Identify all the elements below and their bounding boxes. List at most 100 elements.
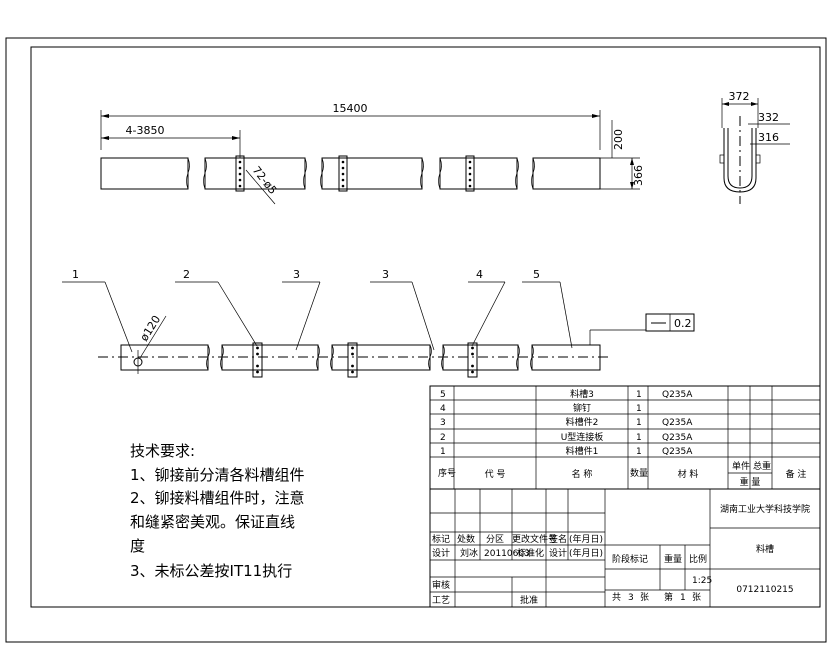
svg-text:处数: 处数 — [457, 533, 475, 545]
svg-text:张: 张 — [640, 592, 649, 603]
callout-1: 1 — [62, 268, 133, 353]
bom-row-4: 4 铆钉 1 — [440, 402, 642, 414]
svg-text:1: 1 — [636, 433, 642, 443]
section-view: 372 332 316 — [719, 90, 790, 204]
svg-text:(年月日): (年月日) — [569, 533, 603, 545]
outer-border — [5, 37, 827, 643]
dim-section-inner-1: 332 — [758, 111, 779, 124]
dim-profile-height: 366 — [632, 165, 645, 186]
technical-notes: 技术要求: 1、铆接前分清各料槽组件 2、铆接料槽组件时，注意 和缝紧密美观。保… — [130, 442, 305, 580]
callout-4: 4 — [468, 268, 506, 347]
note-2b: 和缝紧密美观。保证直线 — [130, 513, 295, 531]
tolerance-value: 0.2 — [674, 317, 692, 330]
bom-row-2: 2 U型连接板 1 Q235A — [440, 431, 693, 443]
note-2c: 度 — [130, 537, 145, 555]
svg-text:设计: 设计 — [549, 547, 567, 559]
svg-text:比例: 比例 — [689, 553, 707, 565]
front-view: ø120 1 2 3 — [62, 268, 695, 378]
svg-text:料槽件2: 料槽件2 — [566, 416, 599, 428]
svg-text:批准: 批准 — [520, 594, 538, 606]
svg-text:阶段标记: 阶段标记 — [612, 553, 648, 565]
svg-text:2: 2 — [183, 268, 190, 281]
svg-text:2: 2 — [440, 433, 446, 443]
svg-text:1: 1 — [636, 418, 642, 428]
svg-text:材 料: 材 料 — [678, 468, 699, 480]
segment-4 — [439, 157, 518, 190]
dim-overall-length: 15400 — [333, 102, 368, 115]
svg-text:Q235A: Q235A — [662, 418, 693, 428]
svg-text:标准化: 标准化 — [517, 547, 544, 559]
svg-text:Q235A: Q235A — [662, 390, 693, 400]
bom-row-1: 1 料槽件1 1 Q235A — [440, 445, 693, 457]
rivet-leader — [245, 169, 276, 205]
svg-text:备 注: 备 注 — [786, 468, 807, 480]
dim-height-offset: 200 — [612, 129, 625, 150]
front-joint-2 — [347, 342, 358, 378]
designer-name: 刘冰 — [460, 547, 478, 559]
note-2a: 2、铆接料槽组件时，注意 — [130, 489, 305, 507]
svg-text:代 号: 代 号 — [485, 469, 506, 480]
bom-table: 5 料槽3 1 Q235A 4 铆钉 1 3 料槽件2 1 Q235A 2 U型… — [429, 385, 821, 490]
svg-text:料槽3: 料槽3 — [570, 388, 594, 400]
callout-3b: 3 — [370, 268, 435, 351]
svg-text:张: 张 — [692, 592, 701, 603]
svg-text:(年月日): (年月日) — [569, 547, 603, 559]
svg-text:3: 3 — [293, 268, 300, 281]
inner-border — [30, 46, 821, 608]
svg-text:4: 4 — [476, 268, 483, 281]
title-block: 标记 处数 分区 更改文件号 签名 (年月日) 设计 刘冰 20110603 标… — [429, 488, 821, 608]
callout-3a: 3 — [282, 268, 321, 351]
top-view: 15400 4-3850 — [100, 102, 645, 205]
svg-text:U型连接板: U型连接板 — [561, 431, 604, 443]
svg-text:1: 1 — [636, 404, 642, 414]
svg-text:工艺: 工艺 — [432, 595, 450, 606]
svg-text:序号: 序号 — [438, 467, 456, 479]
front-joint-3 — [467, 342, 478, 378]
bom-row-5: 5 料槽3 1 Q235A — [440, 388, 693, 400]
front-joint-1 — [252, 342, 263, 378]
segment-3 — [321, 157, 423, 190]
svg-text:Q235A: Q235A — [662, 447, 693, 457]
segment-5 — [532, 157, 601, 190]
svg-text:1: 1 — [440, 447, 446, 457]
joint-plate-1 — [235, 155, 245, 192]
svg-text:数量: 数量 — [630, 467, 648, 479]
dim-section-width: 372 — [729, 90, 750, 103]
svg-text:重量: 重量 — [664, 553, 682, 565]
svg-text:5: 5 — [533, 268, 540, 281]
svg-text:料槽件1: 料槽件1 — [566, 445, 599, 457]
straightness-tolerance: 0.2 — [589, 313, 695, 345]
svg-text:签名: 签名 — [549, 533, 567, 545]
svg-text:3: 3 — [382, 268, 389, 281]
svg-text:3: 3 — [628, 593, 634, 603]
segment-1 — [100, 157, 189, 190]
note-1: 1、铆接前分清各料槽组件 — [130, 466, 305, 484]
scale-value: 1:25 — [692, 576, 712, 586]
design-date: 20110603 — [484, 549, 530, 559]
svg-text:1: 1 — [72, 268, 79, 281]
joint-plate-2 — [338, 155, 348, 192]
svg-text:铆钉: 铆钉 — [573, 402, 591, 414]
svg-text:重 量: 重 量 — [740, 476, 761, 488]
svg-text:更改文件号: 更改文件号 — [512, 533, 557, 545]
note-3: 3、未标公差按IT11执行 — [130, 562, 292, 580]
svg-text:标记: 标记 — [432, 533, 450, 545]
svg-text:3: 3 — [440, 418, 446, 428]
u-profile-inner — [727, 128, 753, 189]
svg-text:5: 5 — [440, 390, 446, 400]
svg-text:1: 1 — [636, 447, 642, 457]
svg-text:名 称: 名 称 — [572, 468, 593, 480]
bom-row-3: 3 料槽件2 1 Q235A — [440, 416, 693, 428]
hole-dia-label: ø120 — [138, 313, 164, 343]
joint-plate-3 — [465, 155, 475, 192]
svg-text:单件: 单件 — [732, 460, 750, 472]
company-name: 湖南工业大学科技学院 — [720, 503, 810, 515]
svg-text:1: 1 — [680, 593, 686, 603]
svg-text:总重: 总重 — [753, 460, 771, 472]
svg-text:Q235A: Q235A — [662, 433, 693, 443]
svg-text:审核: 审核 — [432, 579, 450, 591]
drawing-number: 0712110215 — [736, 585, 793, 595]
svg-text:1: 1 — [636, 390, 642, 400]
